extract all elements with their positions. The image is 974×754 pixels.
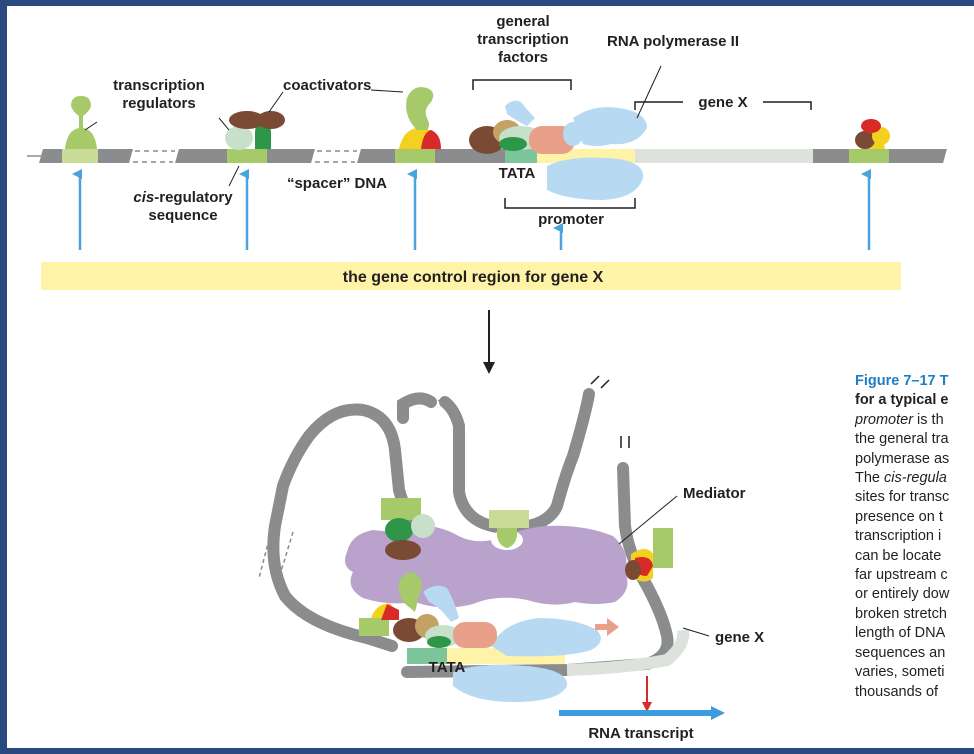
caption-line-3: promoter is th (855, 411, 944, 428)
figure-frame: transcription regulators coactivators ge… (7, 6, 974, 748)
caption-line-4: the general tra (855, 431, 949, 448)
leader-coactivators (370, 89, 404, 93)
caption-line-12: or entirely dow (855, 586, 950, 603)
looped-dna (258, 375, 690, 678)
caption-line-9: transcription i (855, 528, 942, 545)
bottom-regulators (385, 514, 653, 582)
leader-rnapol (636, 65, 662, 119)
label-tata-top: TATA (499, 165, 536, 182)
caption-line-7: sites for transc (855, 489, 950, 506)
top-dna-strand (27, 149, 947, 163)
label-tata-bottom: TATA (429, 659, 466, 676)
leader-gene-x (682, 627, 710, 637)
caption-line-2: for a typical e (855, 392, 949, 409)
far-right-regulator-complex (855, 119, 890, 149)
promoter-bracket (504, 198, 636, 209)
label-transcription-regulators: transcription (113, 77, 205, 94)
rna-transcript-arrow (559, 706, 725, 720)
regulator-coactivator-complex (225, 111, 285, 150)
bottom-preinitiation-complex (371, 572, 601, 702)
label-cis-regulatory-2: sequence (148, 207, 217, 224)
caption-line-13: broken stretch (855, 605, 947, 622)
caption-line-8: presence on t (855, 508, 943, 525)
label-gene-x-bottom: gene X (715, 629, 764, 646)
red-transcription-arrow (642, 676, 652, 712)
transcription-regulator-3 (399, 87, 441, 149)
label-coactivators: coactivators (283, 77, 371, 94)
caption-line-15: sequences an (855, 644, 946, 661)
gene-control-diagram: transcription regulators coactivators ge… (27, 13, 947, 742)
caption-line-5: polymerase as (855, 450, 950, 467)
leader-regulators-2 (218, 117, 230, 131)
label-rna-polymerase: RNA polymerase II (607, 33, 739, 50)
control-arrows (72, 169, 871, 250)
gtf-bracket (472, 79, 572, 90)
leader-regulators (84, 121, 98, 131)
label-mediator: Mediator (683, 485, 746, 502)
preinitiation-complex (469, 100, 647, 200)
caption-line-17: thousands of (855, 683, 939, 700)
label-transcription-regulators-2: regulators (122, 95, 195, 112)
transcription-regulator-1 (65, 96, 97, 149)
mediator-complex (345, 525, 628, 608)
transition-arrow (483, 310, 495, 374)
leader-coactivators-2 (268, 91, 284, 113)
label-rna-transcript: RNA transcript (588, 725, 693, 742)
caption-line-14: length of DNA (855, 625, 946, 642)
control-region-bar (41, 262, 901, 290)
caption-line-10: can be locate (855, 547, 942, 564)
figure-caption: Figure 7–17 T for a typical e promoter i… (855, 372, 974, 702)
gene-x-bracket-top (634, 101, 812, 110)
caption-line-11: far upstream c (855, 567, 948, 584)
label-gtf-3: factors (498, 49, 548, 66)
label-spacer-dna: “spacer” DNA (287, 175, 387, 192)
caption-line-16: varies, someti (855, 664, 945, 681)
leader-cis (228, 165, 240, 187)
label-gene-x-top: gene X (698, 94, 747, 111)
label-gtf-2: transcription (477, 31, 569, 48)
leader-mediator (618, 495, 678, 545)
caption-line-6: The cis-regula (855, 470, 947, 487)
label-gtf-1: general (496, 13, 549, 30)
transcription-direction-arrow (595, 618, 619, 636)
caption-title: Figure 7–17 T (855, 373, 949, 389)
label-cis-regulatory: cis-regulatory (133, 189, 233, 206)
label-control-region: the gene control region for gene X (343, 269, 604, 286)
label-promoter: promoter (538, 211, 604, 228)
